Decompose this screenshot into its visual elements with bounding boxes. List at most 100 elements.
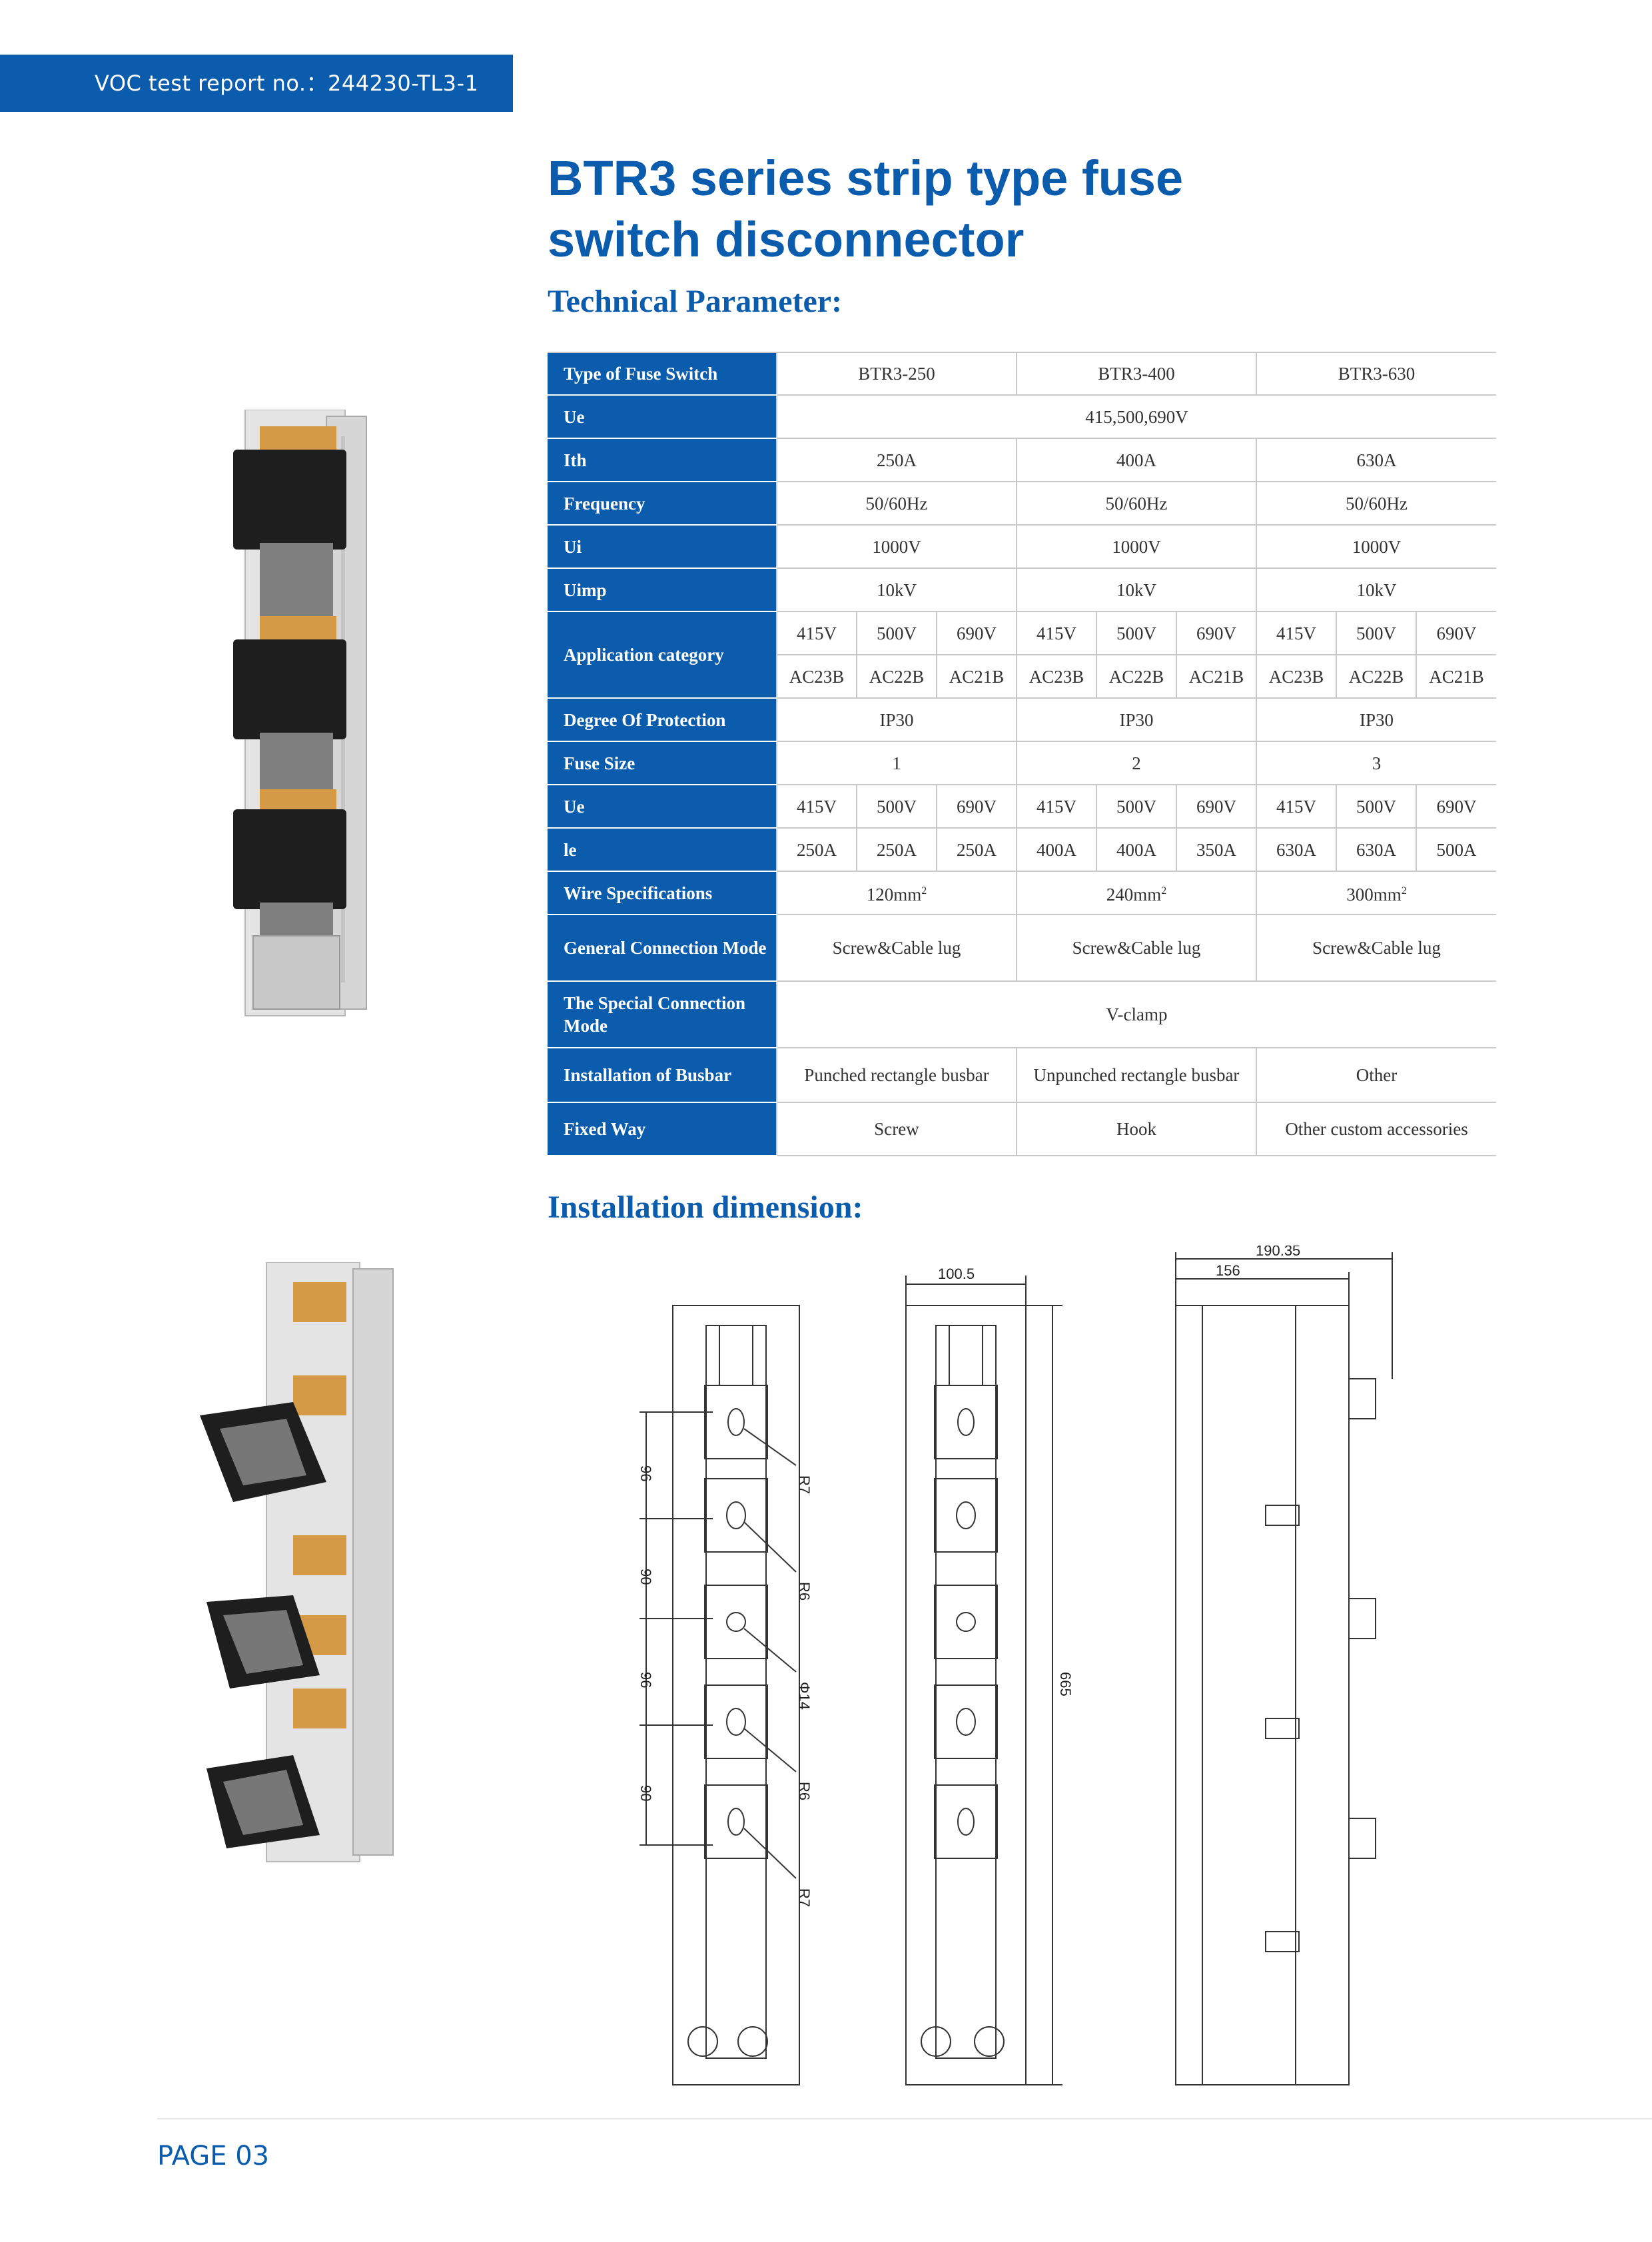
page-number: PAGE 03: [157, 2141, 270, 2171]
cell-app-volt: 415V: [1016, 611, 1096, 655]
label-fuse-size: Fuse Size: [548, 741, 777, 785]
label-fixed-way: Fixed Way: [548, 1102, 777, 1156]
height-label: 665: [1057, 1672, 1074, 1696]
row-type: Type of Fuse Switch BTR3-250 BTR3-400 BT…: [548, 352, 1497, 396]
wire-superscript: 2: [1161, 885, 1167, 897]
cell-app-cat: AC21B: [1415, 655, 1497, 699]
cell-app-cat: AC21B: [936, 655, 1017, 699]
cell-ui: 1000V: [1016, 525, 1256, 569]
technical-parameter-heading: Technical Parameter:: [548, 284, 843, 319]
cell-general-connection: Screw&Cable lug: [1255, 915, 1497, 982]
cell-ue-rated: 690V: [936, 785, 1017, 829]
cell-ui: 1000V: [1255, 525, 1497, 569]
product-photo-closed: [233, 410, 367, 1016]
cell-wire: 300mm2: [1255, 871, 1497, 915]
cell-fixed-way: Other custom accessories: [1255, 1102, 1497, 1156]
row-special-connection: The Special Connection Mode V-clamp: [548, 981, 1497, 1048]
cell-ie: 630A: [1336, 828, 1416, 872]
cell-general-connection: Screw&Cable lug: [776, 915, 1017, 982]
cell-uimp: 10kV: [1016, 568, 1256, 612]
row-ie: le 250A 250A 250A 400A 400A 350A 630A 63…: [548, 828, 1497, 872]
cell-app-volt: 690V: [1415, 611, 1497, 655]
label-protection: Degree Of Protection: [548, 698, 777, 742]
pitch-label: 96: [637, 1465, 654, 1481]
cell-fixed-way: Screw: [776, 1102, 1017, 1156]
cell-uimp: 10kV: [776, 568, 1017, 612]
cell-ie: 250A: [776, 828, 857, 872]
label-application: Application category: [548, 611, 777, 699]
cell-busbar: Unpunched rectangle busbar: [1016, 1048, 1256, 1103]
pitch-label: 96: [637, 1672, 654, 1688]
cell-model-630: BTR3-630: [1255, 352, 1497, 396]
radius-label: R6: [796, 1782, 813, 1800]
cell-wire: 240mm2: [1016, 871, 1256, 915]
installation-dimension-heading: Installation dimension:: [548, 1190, 863, 1225]
cell-app-volt: 500V: [856, 611, 937, 655]
row-ue: Ue 415,500,690V: [548, 395, 1497, 439]
row-application-cats: AC23B AC22B AC21B AC23B AC22B AC21B AC23…: [548, 655, 1497, 699]
cell-frequency: 50/60Hz: [1255, 482, 1497, 526]
cell-app-cat: AC23B: [776, 655, 857, 699]
cell-app-cat: AC22B: [1096, 655, 1176, 699]
cell-ith: 400A: [1016, 438, 1256, 482]
pitch-label: 90: [637, 1785, 654, 1801]
cell-wire: 120mm2: [776, 871, 1017, 915]
cell-protection: IP30: [1255, 698, 1497, 742]
cell-busbar: Punched rectangle busbar: [776, 1048, 1017, 1103]
radius-label: R6: [796, 1582, 813, 1601]
front-view-drawing: [639, 1305, 800, 2085]
voc-report-banner: VOC test report no.：244230-TL3-1: [0, 55, 513, 112]
row-frequency: Frequency 50/60Hz 50/60Hz 50/60Hz: [548, 482, 1497, 526]
installation-drawings: 96 90 96 90 R7 R6 Φ14 R6 R7 100.5 665: [637, 1246, 1393, 2085]
title-line-2: switch disconnector: [548, 212, 1025, 267]
cell-ith: 250A: [776, 438, 1017, 482]
cell-ue-rated: 415V: [776, 785, 857, 829]
label-frequency: Frequency: [548, 482, 777, 526]
wire-value: 300mm: [1346, 885, 1402, 905]
title-line-1: BTR3 series strip type fuse: [548, 151, 1184, 206]
wire-value: 120mm: [866, 885, 922, 905]
cell-ue-rated: 415V: [1256, 785, 1336, 829]
cell-protection: IP30: [776, 698, 1017, 742]
row-uimp: Uimp 10kV 10kV 10kV: [548, 568, 1497, 612]
total-depth-label: 190.35: [1256, 1246, 1300, 1259]
radius-label: R7: [796, 1888, 813, 1907]
cell-ui: 1000V: [776, 525, 1017, 569]
label-special-connection: The Special Connection Mode: [548, 981, 777, 1048]
label-ui: Ui: [548, 525, 777, 569]
middle-view-drawing: [905, 1276, 1062, 2085]
radius-label: Φ14: [796, 1682, 813, 1710]
cell-fixed-way: Hook: [1016, 1102, 1256, 1156]
cell-app-cat: AC23B: [1256, 655, 1336, 699]
cell-uimp: 10kV: [1255, 568, 1497, 612]
label-ith: Ith: [548, 438, 777, 482]
cell-ue-rated: 415V: [1016, 785, 1096, 829]
cell-ie: 400A: [1096, 828, 1176, 872]
cell-app-volt: 415V: [1256, 611, 1336, 655]
label-type: Type of Fuse Switch: [548, 352, 777, 396]
cell-ue-rated: 690V: [1176, 785, 1256, 829]
row-application-volts: Application category 415V 500V 690V 415V…: [548, 611, 1497, 699]
cell-fuse-size: 1: [776, 741, 1017, 785]
wire-superscript: 2: [1401, 885, 1407, 897]
row-ue-rated: Ue 415V 500V 690V 415V 500V 690V 415V 50…: [548, 785, 1497, 829]
cell-model-250: BTR3-250: [776, 352, 1017, 396]
cell-ith: 630A: [1255, 438, 1497, 482]
cell-app-cat: AC22B: [1336, 655, 1416, 699]
cell-fuse-size: 2: [1016, 741, 1256, 785]
pitch-label: 90: [637, 1569, 654, 1585]
cell-app-volt: 690V: [936, 611, 1017, 655]
wire-superscript: 2: [921, 885, 927, 897]
row-ui: Ui 1000V 1000V 1000V: [548, 525, 1497, 569]
page-title: BTR3 series strip type fuse switch disco…: [548, 148, 1547, 270]
cell-ue-rated: 500V: [1336, 785, 1416, 829]
cell-app-cat: AC23B: [1016, 655, 1096, 699]
cell-app-volt: 500V: [1336, 611, 1416, 655]
side-view-drawing: [1175, 1252, 1393, 2085]
cell-model-400: BTR3-400: [1016, 352, 1256, 396]
row-ith: Ith 250A 400A 630A: [548, 438, 1497, 482]
row-busbar: Installation of Busbar Punched rectangle…: [548, 1048, 1497, 1103]
cell-ie: 500A: [1415, 828, 1497, 872]
footer-divider: [157, 2118, 1652, 2119]
label-general-connection: General Connection Mode: [548, 915, 777, 982]
